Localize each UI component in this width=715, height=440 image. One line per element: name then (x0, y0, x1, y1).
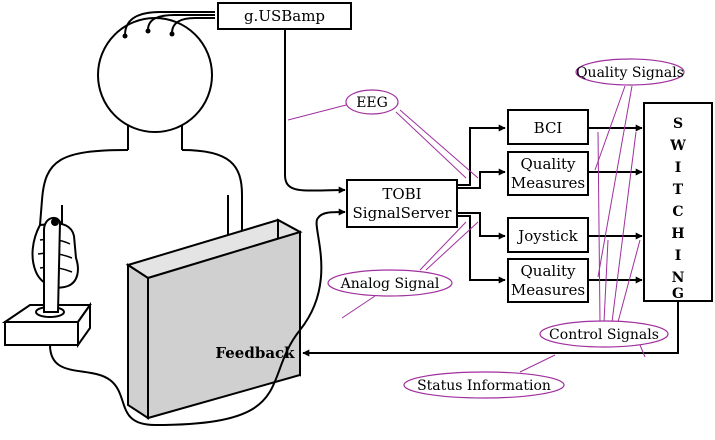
electrode (145, 28, 151, 34)
annotation-lines (287, 85, 646, 373)
electrode-cable (171, 17, 215, 34)
analog-signal-pointer (425, 221, 479, 271)
eeg-pointer (395, 111, 467, 179)
switching-letter: I (675, 160, 682, 176)
joystick-button (51, 218, 59, 226)
connections (154, 26, 679, 426)
torso (39, 149, 129, 226)
control-signals-pointer (611, 131, 637, 323)
electrode-cable (124, 11, 215, 36)
analog-signal-annotation: Analog Signal (327, 269, 453, 297)
feedback-label: Feedback (215, 344, 295, 362)
joystick-device (1, 216, 156, 426)
amplifier-label: g.USBamp (244, 7, 325, 25)
control-signals-label: Control Signals (549, 327, 659, 343)
server-label-line1: TOBI (382, 185, 421, 203)
joystick-box: Joystick (507, 217, 589, 253)
eeg-pointer (287, 103, 351, 121)
quality-bottom-line2: Measures (511, 281, 585, 299)
quality-signals-pointer (597, 85, 633, 278)
status-information-label: Status Information (417, 378, 551, 394)
status-information-pointer (519, 354, 556, 373)
head (97, 17, 213, 133)
quality-signals-pointer (594, 85, 626, 171)
signal-server-box: TOBI SignalServer (346, 179, 458, 228)
wire-server-bci (458, 124, 506, 186)
screen-face (147, 230, 301, 420)
analog-signal-label: Analog Signal (340, 276, 440, 292)
switching-letter: G (672, 286, 684, 302)
wire-amp-to-server (284, 26, 346, 194)
switching-letter: T (673, 182, 684, 198)
status-information-annotation: Status Information (403, 371, 565, 399)
eeg-pointer (399, 109, 479, 179)
wire-server-quality-top (458, 168, 506, 189)
joystick-base-front (4, 321, 79, 346)
analog-signal-pointer (419, 221, 467, 271)
eeg-label: EEG (356, 95, 388, 111)
bci-label: BCI (534, 119, 563, 137)
eeg-annotation: EEG (345, 89, 399, 115)
quality-bottom-line1: Quality (521, 262, 577, 280)
bci-box: BCI (507, 109, 589, 145)
wire-server-joystick (458, 212, 506, 240)
joystick-stick (43, 216, 62, 313)
quality-measures-top-box: Quality Measures (507, 151, 589, 196)
switching-letter: H (671, 226, 684, 242)
quality-signals-annotation: Quality Signals (575, 58, 685, 86)
joystick-cable (49, 344, 156, 426)
torso (181, 149, 243, 232)
electrode (169, 31, 175, 37)
electrode (122, 33, 128, 39)
control-signals-pointer (617, 239, 641, 323)
amplifier-box: g.USBamp (217, 2, 352, 30)
neck (127, 125, 183, 150)
wire-joystick-to-server (154, 208, 346, 426)
control-signals-pointer (597, 131, 601, 323)
electrode-cable (147, 14, 215, 31)
control-signals-pointer (603, 239, 609, 323)
switching-letter: C (672, 204, 683, 220)
switching-letter: W (669, 138, 686, 154)
switching-letter: S (673, 116, 683, 132)
switching-letter: N (672, 270, 685, 286)
wire-switching-feedback (302, 302, 679, 357)
joystick-label: Joystick (516, 227, 578, 245)
switching-box: S W I T C H I N G (643, 102, 713, 302)
quality-measures-bottom-box: Quality Measures (507, 258, 589, 303)
screen-front (127, 263, 149, 420)
joystick-base-side (77, 301, 91, 349)
analog-signal-pointer (341, 295, 376, 319)
control-signals-annotation: Control Signals (539, 320, 669, 348)
control-signals-pointer (639, 344, 646, 358)
wire-server-quality-bottom (458, 215, 506, 284)
server-label-line2: SignalServer (353, 204, 453, 222)
switching-letter: I (675, 248, 682, 264)
quality-top-line2: Measures (511, 174, 585, 192)
quality-top-line1: Quality (521, 155, 577, 173)
feedback-screen: Feedback (125, 218, 303, 420)
quality-signals-label: Quality Signals (576, 65, 684, 81)
